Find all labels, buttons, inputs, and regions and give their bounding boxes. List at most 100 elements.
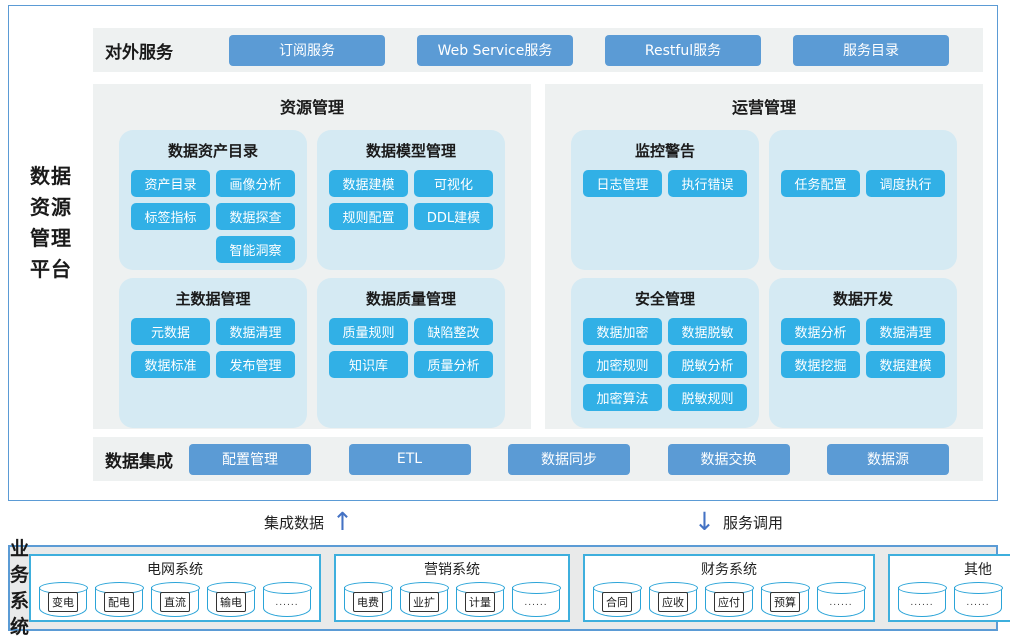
database-label: 合同	[602, 592, 633, 613]
feature-button[interactable]: 规则配置	[329, 203, 408, 230]
business-group: 电网系统变电配电直流输电......	[29, 554, 322, 622]
data-integration-label: 数据集成	[105, 451, 173, 472]
group-button-rows: 任务配置调度执行	[781, 170, 945, 197]
group-title: 数据资产目录	[167, 142, 258, 160]
database-label: ......	[275, 597, 299, 608]
feature-button[interactable]: 执行错误	[668, 170, 747, 197]
service-button[interactable]: Web Service服务	[417, 34, 573, 66]
function-group: 数据开发数据分析数据清理数据挖掘数据建模	[769, 278, 957, 428]
feature-button[interactable]: 数据标准	[131, 351, 210, 378]
database-icon: 应付	[704, 582, 754, 617]
business-label-line: 系统	[10, 590, 30, 638]
group-title: 数据质量管理	[365, 290, 456, 308]
database-icon: 电费	[343, 582, 393, 617]
group-button-row: 日志管理执行错误	[583, 170, 747, 197]
function-group: 数据资产目录资产目录画像分析标签指标数据探查智能洞察	[119, 130, 307, 270]
feature-button[interactable]: 加密规则	[583, 351, 662, 378]
feature-button[interactable]: 元数据	[131, 318, 210, 345]
database-icon: 变电	[38, 582, 88, 617]
database-icon: 直流	[150, 582, 200, 617]
service-button[interactable]: 服务目录	[793, 34, 949, 66]
integration-button[interactable]: ETL	[348, 443, 471, 475]
feature-button[interactable]: 数据挖掘	[781, 351, 860, 378]
database-label: 计量	[465, 592, 496, 613]
feature-button[interactable]: 数据分析	[781, 318, 860, 345]
group-button-row: 加密规则脱敏分析	[583, 351, 747, 378]
feature-button[interactable]: 调度执行	[866, 170, 945, 197]
database-icon: ......	[953, 582, 1003, 617]
feature-button[interactable]: 数据建模	[329, 170, 408, 197]
feature-button[interactable]: 标签指标	[131, 203, 210, 230]
service-button[interactable]: 订阅服务	[229, 34, 385, 66]
database-icon: ......	[262, 582, 312, 617]
integration-button[interactable]: 数据交换	[667, 443, 790, 475]
feature-button[interactable]: 数据清理	[216, 318, 295, 345]
feature-button[interactable]: 数据脱敏	[668, 318, 747, 345]
business-systems: 业务系统 电网系统变电配电直流输电......营销系统电费业扩计量......财…	[8, 538, 1010, 638]
business-group-title: 电网系统	[147, 562, 204, 578]
feature-button[interactable]: 任务配置	[781, 170, 860, 197]
group-button-row: 资产目录画像分析	[131, 170, 295, 197]
integration-button[interactable]: 数据源	[827, 443, 949, 475]
data-integration-row: 数据集成 配置管理 ETL 数据同步 数据交换 数据源	[93, 437, 983, 481]
feature-button[interactable]: 日志管理	[583, 170, 662, 197]
feature-button[interactable]: 加密算法	[583, 384, 662, 411]
feature-button[interactable]: 脱敏规则	[668, 384, 747, 411]
feature-button[interactable]: 数据加密	[583, 318, 662, 345]
database-row: 合同应收应付预算......	[592, 580, 866, 620]
feature-button[interactable]: 数据建模	[866, 351, 945, 378]
business-group-title: 财务系统	[701, 562, 758, 578]
database-label: 预算	[770, 592, 801, 613]
platform-title: 数据资源管理平台	[9, 6, 93, 500]
group-button-row: 知识库质量分析	[329, 351, 493, 378]
group-button-row: 数据建模可视化	[329, 170, 493, 197]
integration-button[interactable]: 配置管理	[189, 443, 311, 475]
feature-button[interactable]: 质量规则	[329, 318, 408, 345]
group-button-row: 加密算法脱敏规则	[583, 384, 747, 411]
feature-button[interactable]: 知识库	[329, 351, 408, 378]
feature-button[interactable]: 画像分析	[216, 170, 295, 197]
group-title	[781, 140, 945, 162]
feature-button[interactable]: 发布管理	[216, 351, 295, 378]
database-label: ......	[966, 597, 990, 608]
feature-button[interactable]: 数据清理	[866, 318, 945, 345]
database-icon: ......	[511, 582, 561, 617]
database-label: 直流	[160, 592, 191, 613]
database-icon: 合同	[592, 582, 642, 617]
service-button[interactable]: Restful服务	[605, 34, 761, 66]
external-services-label: 对外服务	[105, 42, 173, 63]
database-row: 变电配电直流输电......	[38, 580, 312, 620]
business-system-groups: 电网系统变电配电直流输电......营销系统电费业扩计量......财务系统合同…	[29, 554, 1010, 622]
external-services-buttons: 订阅服务 Web Service服务 Restful服务服务目录	[229, 34, 949, 66]
platform-title-line: 管理	[30, 226, 72, 250]
group-title: 数据开发	[832, 290, 893, 308]
group-button-row: 质量规则缺陷整改	[329, 318, 493, 345]
integration-buttons: 配置管理 ETL 数据同步 数据交换 数据源	[189, 443, 949, 475]
panel-0: 资源管理数据资产目录资产目录画像分析标签指标数据探查智能洞察数据模型管理数据建模…	[93, 84, 531, 429]
function-group: 任务配置调度执行	[769, 130, 957, 270]
group-button-row: 任务配置调度执行	[781, 170, 945, 197]
database-icon: 应收	[648, 582, 698, 617]
feature-button[interactable]: 质量分析	[414, 351, 493, 378]
feature-button[interactable]: 脱敏分析	[668, 351, 747, 378]
feature-button[interactable]: 资产目录	[131, 170, 210, 197]
feature-button[interactable]: 智能洞察	[216, 236, 295, 263]
feature-button[interactable]: 可视化	[414, 170, 493, 197]
group-button-rows: 日志管理执行错误	[583, 170, 747, 197]
database-icon: 计量	[455, 582, 505, 617]
down-arrow-icon: ↓	[694, 507, 715, 536]
database-icon: 输电	[206, 582, 256, 617]
integration-button[interactable]: 数据同步	[508, 443, 630, 475]
feature-button[interactable]: 数据探查	[216, 203, 295, 230]
feature-button[interactable]: 缺陷整改	[414, 318, 493, 345]
group-button-row: 数据分析数据清理	[781, 318, 945, 345]
database-label: 应收	[658, 592, 689, 613]
panel-groups: 数据资产目录资产目录画像分析标签指标数据探查智能洞察数据模型管理数据建模可视化规…	[119, 130, 505, 428]
database-icon: 预算	[760, 582, 810, 617]
feature-button[interactable]: DDL建模	[414, 203, 493, 230]
group-button-row: 数据加密数据脱敏	[583, 318, 747, 345]
